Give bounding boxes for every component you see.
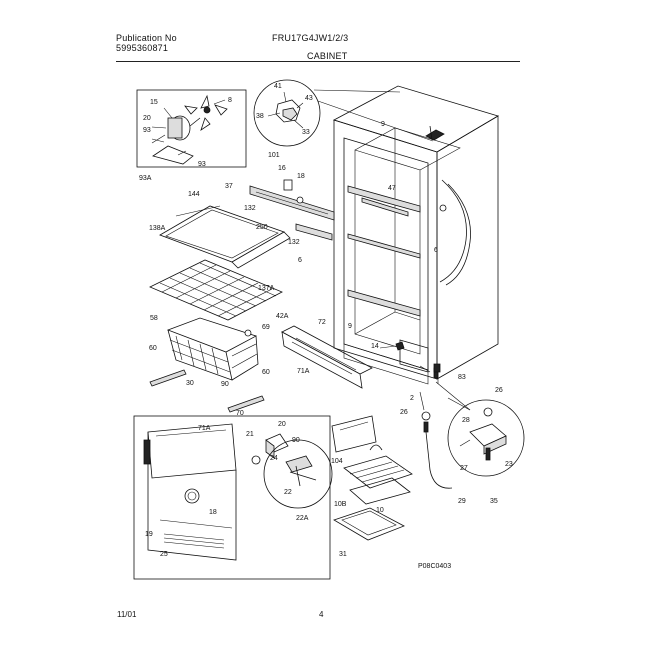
callout: 19 <box>145 531 153 538</box>
callout: 60 <box>262 369 270 376</box>
callout: 90 <box>292 437 300 444</box>
light-assembly-inset <box>133 415 333 580</box>
callout: 93 <box>198 161 206 168</box>
fan-motor-inset <box>136 89 247 168</box>
callout: 30 <box>186 380 194 387</box>
small-fasteners <box>379 341 441 384</box>
callout: 69 <box>262 324 270 331</box>
callout: 23 <box>505 461 513 468</box>
callout: 137A <box>258 285 275 292</box>
callout: 93 <box>143 127 151 134</box>
callout: 27 <box>460 465 468 472</box>
cabinet-drawing <box>332 85 499 385</box>
callout: 41 <box>274 83 282 90</box>
callout: 25 <box>160 551 168 558</box>
callout: 144 <box>188 191 200 198</box>
callout: 26 <box>495 387 503 394</box>
thermostat-detail <box>253 79 434 147</box>
callout: 20 <box>143 115 151 122</box>
callout: 71A <box>297 368 310 375</box>
callout: 72 <box>318 319 326 326</box>
toe-grille-drawing <box>281 325 373 389</box>
publication-label: Publication No <box>116 33 177 43</box>
callout: 16 <box>278 165 286 172</box>
callout: 132 <box>288 239 300 246</box>
callout: 24 <box>270 455 278 462</box>
callout: 43 <box>305 95 313 102</box>
model-number: FRU17G4JW1/2/3 <box>272 33 349 43</box>
callout: 10B <box>334 501 347 508</box>
header-rule <box>116 61 520 62</box>
callout: 132 <box>244 205 256 212</box>
callout-labels: 15 20 8 93 93 93A 41 38 43 33 101 9 16 1… <box>139 83 513 570</box>
section-title: CABINET <box>307 51 348 61</box>
defrost-heater-drawing <box>331 415 413 541</box>
publication-number: 5995360871 <box>116 43 169 53</box>
callout: 83 <box>458 374 466 381</box>
fan-blade-drawing <box>184 94 228 131</box>
callout: 42A <box>276 313 289 320</box>
callout: 6 <box>298 257 302 264</box>
callout: 10 <box>376 507 384 514</box>
glass-shelf-drawing <box>159 205 291 269</box>
callout: 29 <box>458 498 466 505</box>
callout: 21 <box>246 431 254 438</box>
callout: 90 <box>221 381 229 388</box>
callout: 47 <box>388 185 396 192</box>
fan-motor-drawing <box>151 115 201 165</box>
callout: 70 <box>236 410 244 417</box>
footer-page-number: 4 <box>319 610 324 619</box>
light-housing-drawing <box>249 179 335 241</box>
footer-date: 11/01 <box>117 610 137 619</box>
callout: 6 <box>434 247 438 254</box>
callout: 71A <box>198 425 211 432</box>
wire-shelf-drawing <box>149 259 283 321</box>
callout: 31 <box>339 551 347 558</box>
callout: 2 <box>410 395 414 402</box>
callout: 250 <box>256 224 268 231</box>
callout: 18 <box>209 509 217 516</box>
callout: 15 <box>150 99 158 106</box>
callout: 9 <box>381 121 385 128</box>
callout: 35 <box>490 498 498 505</box>
callout: 38 <box>256 113 264 120</box>
callout: 28 <box>462 417 470 424</box>
callout: 101 <box>268 152 280 159</box>
callout: 58 <box>150 315 158 322</box>
callout: 104 <box>331 458 343 465</box>
wire-basket-drawing <box>149 317 265 413</box>
callout: 20 <box>278 421 286 428</box>
leveling-leg-detail <box>447 397 525 477</box>
callout: 22 <box>284 489 292 496</box>
callout: 60 <box>149 345 157 352</box>
callout: 22A <box>296 515 309 522</box>
callout: 14 <box>371 343 379 350</box>
callout: 9 <box>348 323 352 330</box>
callout: 93A <box>139 175 152 182</box>
callout: 138A <box>149 225 166 232</box>
callout: 33 <box>302 129 310 136</box>
drain-tube-drawing <box>419 381 471 489</box>
diagram-code: P08C0403 <box>418 563 451 570</box>
callout: 18 <box>297 173 305 180</box>
callout: 37 <box>225 183 233 190</box>
callout: 8 <box>228 97 232 104</box>
callout: 26 <box>400 409 408 416</box>
